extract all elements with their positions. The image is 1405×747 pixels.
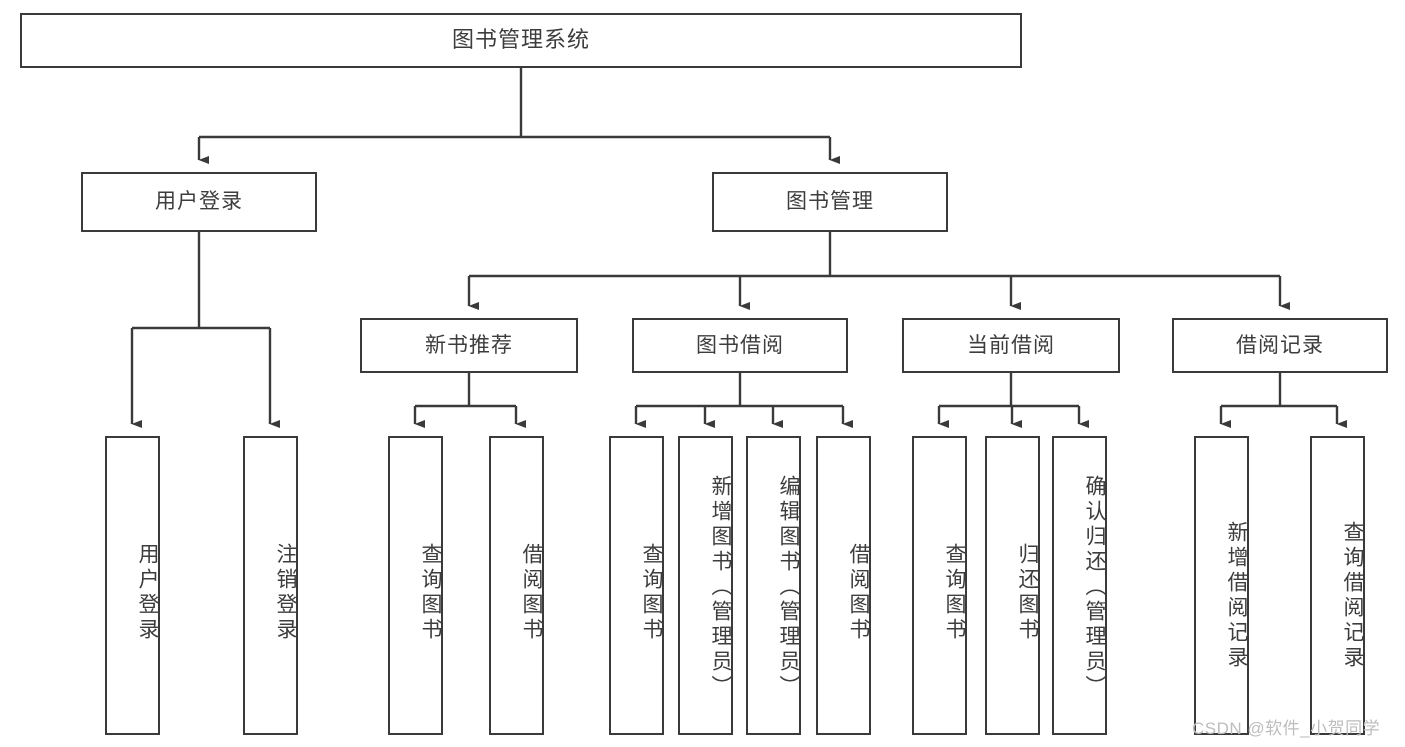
node-leaf-return-book[interactable]: 归还图书: [985, 436, 1040, 735]
node-leaf-confirm-return-label: 确认归还（管理员）: [1083, 475, 1106, 700]
node-book-borrow[interactable]: 图书借阅: [632, 318, 848, 373]
node-leaf-logout[interactable]: 注销登录: [243, 436, 298, 735]
node-leaf-add-record[interactable]: 新增借阅记录: [1194, 436, 1249, 735]
node-leaf-add-record-label: 新增借阅记录: [1225, 520, 1248, 671]
node-root[interactable]: 图书管理系统: [20, 13, 1022, 68]
node-user-login-label: 用户登录: [155, 190, 243, 214]
node-leaf-borrow-book-1[interactable]: 借阅图书: [489, 436, 544, 735]
node-new-book-rec[interactable]: 新书推荐: [360, 318, 578, 373]
node-leaf-query-book-2-label: 查询图书: [640, 542, 663, 643]
node-new-book-rec-label: 新书推荐: [425, 333, 513, 357]
node-borrow-record-label: 借阅记录: [1236, 333, 1324, 357]
node-leaf-edit-book[interactable]: 编辑图书（管理员）: [746, 436, 801, 735]
node-leaf-edit-book-label: 编辑图书（管理员）: [777, 475, 800, 700]
node-leaf-return-book-label: 归还图书: [1016, 542, 1039, 643]
node-user-login[interactable]: 用户登录: [81, 172, 317, 232]
node-leaf-user-login[interactable]: 用户登录: [105, 436, 160, 735]
node-leaf-query-record-label: 查询借阅记录: [1341, 520, 1364, 671]
node-leaf-add-book-label: 新增图书（管理员）: [709, 475, 732, 700]
csdn-watermark: CSDN @软件_小贺同学: [1192, 719, 1381, 738]
node-borrow-record[interactable]: 借阅记录: [1172, 318, 1388, 373]
node-leaf-add-book[interactable]: 新增图书（管理员）: [678, 436, 733, 735]
node-book-manage-label: 图书管理: [786, 190, 874, 214]
node-leaf-query-book-3-label: 查询图书: [943, 542, 966, 643]
node-leaf-query-book-2[interactable]: 查询图书: [609, 436, 664, 735]
node-leaf-user-login-label: 用户登录: [136, 542, 159, 643]
node-leaf-borrow-book-2-label: 借阅图书: [847, 542, 870, 643]
node-leaf-confirm-return[interactable]: 确认归还（管理员）: [1052, 436, 1107, 735]
node-current-borrow-label: 当前借阅: [967, 333, 1055, 357]
node-leaf-query-book-3[interactable]: 查询图书: [912, 436, 967, 735]
node-leaf-borrow-book-1-label: 借阅图书: [520, 542, 543, 643]
node-root-label: 图书管理系统: [451, 27, 590, 53]
node-leaf-query-book-1[interactable]: 查询图书: [388, 436, 443, 735]
node-leaf-query-book-1-label: 查询图书: [419, 542, 442, 643]
node-leaf-borrow-book-2[interactable]: 借阅图书: [816, 436, 871, 735]
node-current-borrow[interactable]: 当前借阅: [902, 318, 1120, 373]
node-book-manage[interactable]: 图书管理: [712, 172, 948, 232]
node-leaf-query-record[interactable]: 查询借阅记录: [1310, 436, 1365, 735]
node-book-borrow-label: 图书借阅: [696, 333, 784, 357]
node-leaf-logout-label: 注销登录: [274, 542, 297, 643]
